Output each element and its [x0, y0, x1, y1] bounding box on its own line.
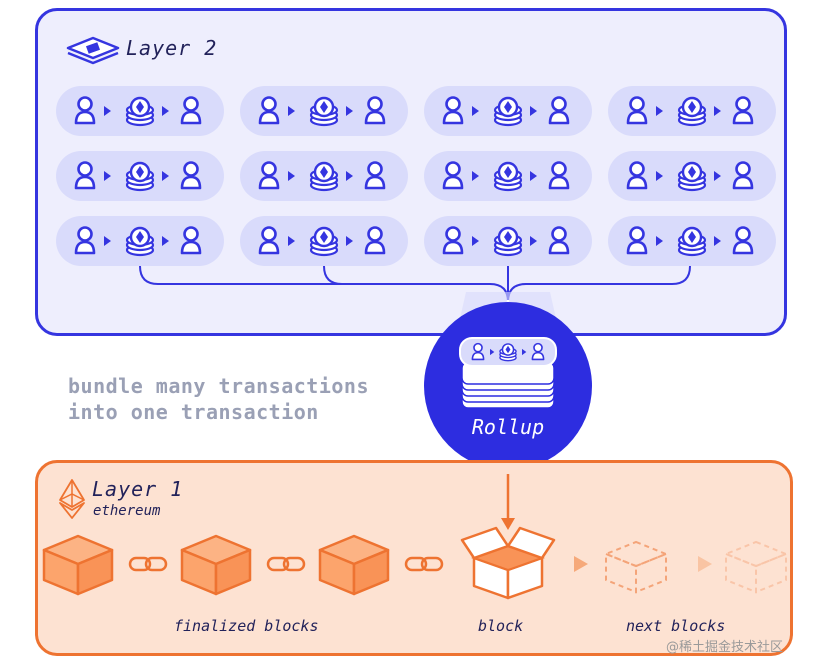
- next-block-1: [603, 540, 669, 594]
- transaction-pill: [424, 151, 592, 201]
- finalized-block-2: [180, 534, 252, 596]
- open-box-block: [460, 526, 556, 600]
- ethereum-icon: [59, 479, 85, 519]
- watermark: @稀土掘金技术社区: [666, 640, 784, 655]
- transaction-pill: [56, 216, 224, 266]
- transaction-pill: [56, 86, 224, 136]
- transaction-pill: [240, 151, 408, 201]
- transaction-pill: [240, 86, 408, 136]
- next-block-2: [723, 540, 789, 594]
- rollup-caption: bundle many transactions into one transa…: [68, 373, 369, 425]
- transaction-pill: [424, 216, 592, 266]
- transaction-pill: [424, 86, 592, 136]
- transaction-pill: [608, 216, 776, 266]
- transaction-pill: [608, 86, 776, 136]
- block-label: block: [478, 617, 524, 635]
- rollup-label: Rollup: [472, 415, 544, 439]
- layer1-title: Layer 1: [92, 477, 184, 501]
- chain-link-icon: [266, 556, 306, 572]
- caption-line-1: bundle many transactions: [68, 374, 369, 398]
- left-arrow-icon: [698, 556, 712, 572]
- layers-icon: [66, 36, 120, 65]
- transaction-pill: [240, 216, 408, 266]
- rollup-node: Rollup: [424, 302, 592, 480]
- chain-link-icon: [128, 556, 168, 572]
- next-blocks-label: next blocks: [626, 617, 726, 635]
- transaction-pill: [56, 151, 224, 201]
- caption-line-2: into one transaction: [68, 400, 319, 424]
- finalized-block-3: [318, 534, 390, 596]
- layer1-subtitle: ethereum: [93, 503, 161, 519]
- finalized-block-1: [42, 534, 114, 596]
- layer2-title: Layer 2: [126, 36, 218, 60]
- finalized-blocks-label: finalized blocks: [174, 617, 319, 635]
- transaction-pill: [608, 151, 776, 201]
- left-arrow-icon: [574, 556, 588, 572]
- chain-link-icon: [404, 556, 444, 572]
